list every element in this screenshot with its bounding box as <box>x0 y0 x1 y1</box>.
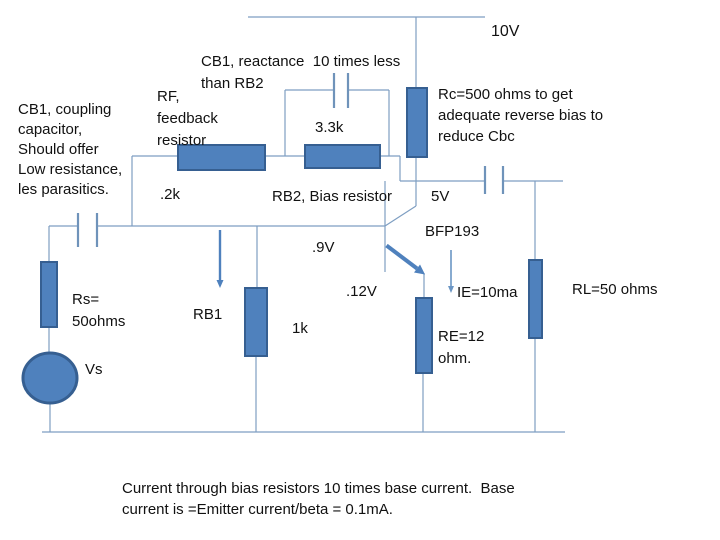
rs-resistor <box>40 261 58 328</box>
ie-current-label: IE=10ma <box>457 284 518 301</box>
rl-value-label: RL=50 ohms <box>572 281 657 298</box>
wire <box>384 205 417 227</box>
rb2-name-label: RB2, Bias resistor <box>272 188 392 205</box>
caption: Current through bias resistors 10 times … <box>122 480 515 518</box>
base-voltage-label: .9V <box>312 239 335 256</box>
vs-source-label: Vs <box>85 361 103 378</box>
rb1-name-label: RB1 <box>193 306 222 323</box>
ie-current-arrow-head <box>448 286 454 293</box>
emitter-arrow <box>385 243 419 271</box>
supply-voltage-label: 10V <box>491 23 520 40</box>
rf-resistor <box>177 144 266 171</box>
rb1-current-arrow-head <box>216 280 224 288</box>
rs-value-label: Rs=50ohms <box>72 291 125 330</box>
emitter-voltage-label: .12V <box>346 283 377 300</box>
re-resistor <box>415 297 433 374</box>
rl-resistor <box>528 259 543 339</box>
rf-value-label: .2k <box>160 186 181 203</box>
rb2-resistor <box>304 144 381 169</box>
rb2-value-label: 3.3k <box>315 119 344 136</box>
emitter-arrow-head <box>414 264 425 275</box>
rb1-value-label: 1k <box>292 320 308 337</box>
rc-resistor <box>406 87 428 158</box>
rb1-resistor <box>244 287 268 357</box>
transistor-label: BFP193 <box>425 223 479 240</box>
collector-voltage-label: 5V <box>431 188 449 205</box>
vs-source <box>21 351 79 405</box>
